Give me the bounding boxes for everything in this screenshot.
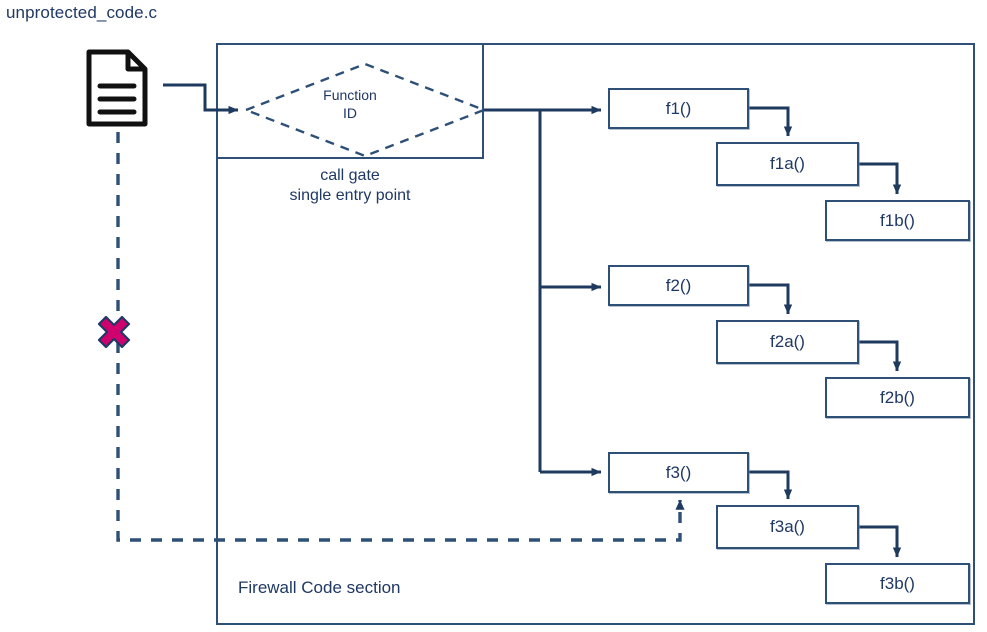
function-box-f3b[interactable]: f3b() — [825, 563, 970, 604]
function-box-f1b[interactable]: f1b() — [825, 200, 970, 241]
function-box-f3a[interactable]: f3a() — [716, 505, 859, 549]
function-box-f1a[interactable]: f1a() — [716, 142, 859, 186]
firewall-section-label: Firewall Code section — [238, 578, 401, 597]
function-id-label: Function ID — [300, 86, 400, 122]
source-file-label: unprotected_code.c — [6, 3, 158, 22]
document-icon — [84, 47, 150, 129]
x-block-icon — [95, 313, 133, 351]
function-box-f3[interactable]: f3() — [608, 452, 749, 493]
call-gate-caption-line2: single entry point — [289, 187, 411, 204]
call-gate-caption: call gate single entry point — [216, 166, 484, 206]
function-id-label-line1: Function — [323, 87, 377, 103]
function-box-f2b[interactable]: f2b() — [825, 377, 970, 418]
function-box-f2[interactable]: f2() — [608, 265, 749, 306]
function-id-label-line2: ID — [343, 105, 357, 121]
function-box-f1[interactable]: f1() — [608, 88, 749, 129]
function-box-f2a[interactable]: f2a() — [716, 320, 859, 364]
call-gate-caption-line1: call gate — [320, 167, 380, 184]
